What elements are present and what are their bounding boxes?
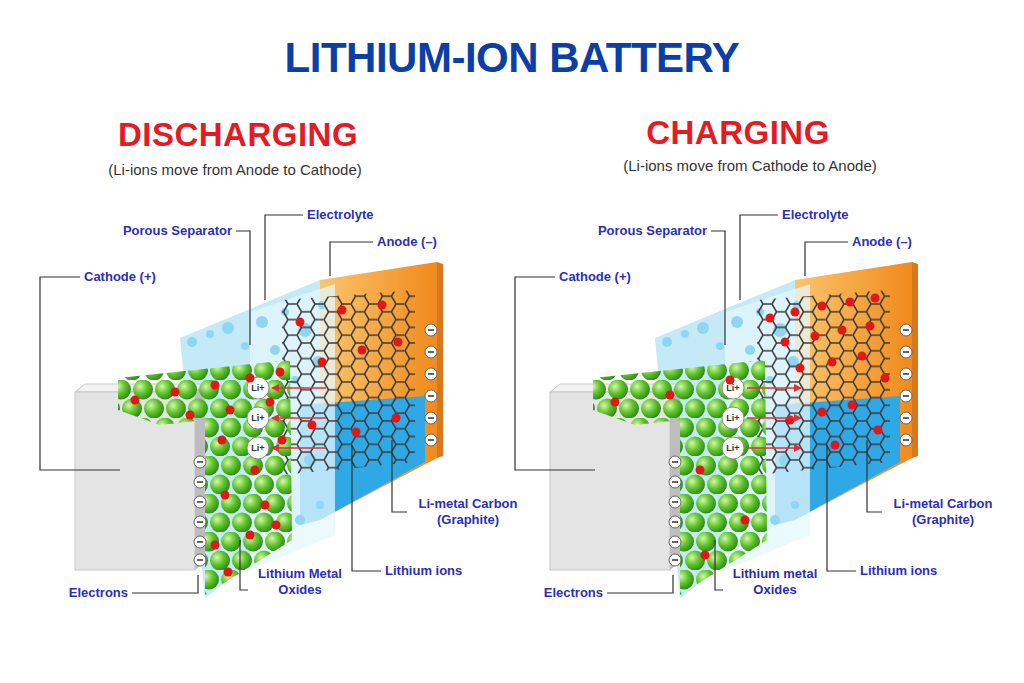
discharging-cell	[40, 215, 443, 598]
part-label: Lithium ions	[385, 563, 462, 579]
diagram-title: LITHIUM-ION BATTERY	[285, 33, 740, 83]
part-label: Electrolyte	[782, 207, 848, 223]
part-label: Anode (–)	[852, 234, 912, 250]
part-label: Li-metal Carbon (Graphite)	[878, 496, 1008, 527]
lithium-atoms-discharging	[131, 301, 403, 577]
part-label: Lithium metal Oxides	[720, 566, 830, 597]
part-label: Li-metal Carbon (Graphite)	[403, 496, 533, 527]
part-label: Anode (–)	[377, 234, 437, 250]
part-label: Lithium ions	[860, 563, 937, 579]
ion-symbol: Li+	[251, 384, 264, 393]
ion-symbol: Li+	[726, 384, 739, 393]
part-label: Cathode (+)	[559, 269, 631, 285]
part-label: Lithium Metal Oxides	[245, 566, 355, 597]
ion-symbol: Li+	[251, 444, 264, 453]
part-label: Electrons	[544, 585, 603, 601]
charging-cell	[515, 215, 918, 598]
ion-symbol: Li+	[726, 444, 739, 453]
ion-flow-arrows	[272, 388, 801, 448]
panel-heading: CHARGING	[646, 113, 830, 153]
part-label: Cathode (+)	[84, 269, 156, 285]
ion-symbol: Li+	[726, 414, 739, 423]
panel-subtitle: (Li-ions move from Anode to Cathode)	[108, 161, 361, 179]
part-label: Electrons	[69, 585, 128, 601]
lithium-atoms-charging	[611, 294, 890, 560]
part-label: Electrolyte	[307, 207, 373, 223]
panel-heading: DISCHARGING	[118, 115, 358, 155]
ion-symbol: Li+	[251, 414, 264, 423]
part-label: Porous Separator	[123, 223, 232, 239]
panel-subtitle: (Li-ions move from Cathode to Anode)	[623, 157, 876, 175]
part-label: Porous Separator	[598, 223, 707, 239]
